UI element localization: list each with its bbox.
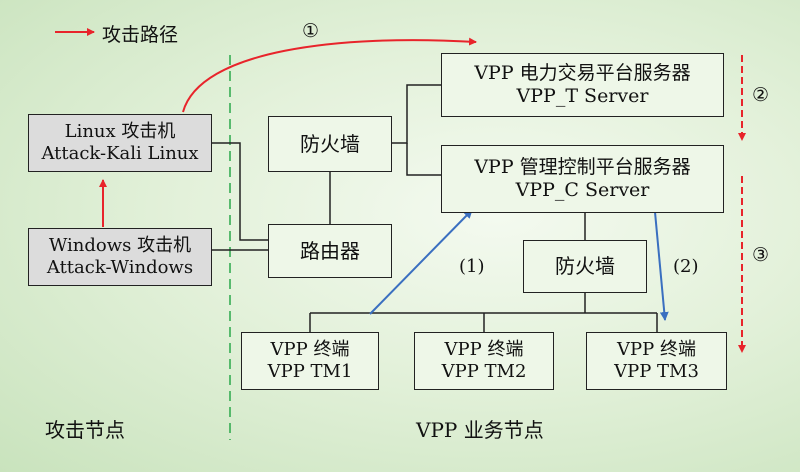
control-server-subtitle: VPP_C Server: [515, 179, 650, 201]
linux-attacker-node: Linux 攻击机 Attack-Kali Linux: [28, 114, 212, 172]
flow-arrow-control-tm3: [654, 211, 669, 321]
trade-server-title: VPP 电力交易平台服务器: [474, 61, 691, 84]
linux-attacker-title: Linux 攻击机: [64, 121, 176, 143]
windows-attacker-subtitle: Attack-Windows: [46, 257, 194, 278]
control-server-title: VPP 管理控制平台服务器: [474, 155, 691, 178]
linux-attacker-subtitle: Attack-Kali Linux: [41, 143, 199, 164]
wire-linux-router: [211, 142, 268, 241]
windows-attacker-node: Windows 攻击机 Attack-Windows: [28, 228, 212, 286]
step-label-2: ②: [752, 84, 770, 106]
flow-arrow-tm1-control: [369, 209, 473, 315]
terminal-tm3-node: VPP 终端 VPP TM3: [586, 332, 727, 390]
firewall-left-label: 防火墙: [300, 131, 360, 156]
terminal-tm2-title: VPP 终端: [444, 339, 524, 361]
terminal-tm1-node: VPP 终端 VPP TM1: [241, 332, 379, 390]
router-node: 路由器: [268, 224, 392, 278]
path-label-2: (2): [673, 256, 699, 277]
zone-label-business: VPP 业务节点: [416, 418, 544, 442]
router-label: 路由器: [300, 238, 360, 263]
zone-label-attack: 攻击节点: [45, 418, 125, 442]
terminal-tm3-subtitle: VPP TM3: [614, 361, 699, 382]
step-label-1: ①: [302, 20, 320, 42]
control-server-node: VPP 管理控制平台服务器 VPP_C Server: [441, 145, 724, 213]
terminal-tm2-node: VPP 终端 VPP TM2: [414, 332, 554, 390]
terminal-tm3-title: VPP 终端: [617, 339, 696, 361]
legend-label: 攻击路径: [102, 24, 179, 46]
terminal-tm1-title: VPP 终端: [270, 339, 350, 361]
trade-server-subtitle: VPP_T Server: [516, 85, 649, 107]
firewall-right-label: 防火墙: [555, 254, 615, 279]
wire-firewall-trade: [392, 84, 441, 144]
terminal-tm2-subtitle: VPP TM2: [441, 361, 527, 382]
trade-server-node: VPP 电力交易平台服务器 VPP_T Server: [441, 53, 724, 117]
attack-arrow-linux-trade: [182, 37, 477, 113]
firewall-left-node: 防火墙: [268, 116, 392, 172]
step-label-3: ③: [752, 244, 770, 266]
path-label-1: (1): [459, 256, 485, 277]
wire-firewall-control: [406, 143, 441, 176]
firewall-right-node: 防火墙: [523, 240, 647, 293]
windows-attacker-title: Windows 攻击机: [48, 235, 192, 257]
terminal-tm1-subtitle: VPP TM1: [267, 361, 353, 382]
